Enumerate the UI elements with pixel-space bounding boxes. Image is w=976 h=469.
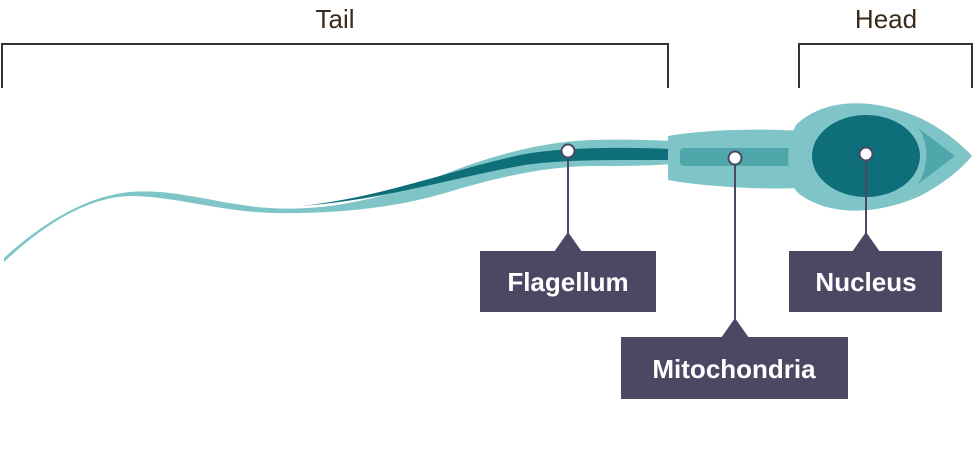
nucleus-label: Nucleus [815, 267, 916, 297]
head-bracket [798, 43, 973, 88]
nucleus-callout: Nucleus [789, 146, 942, 312]
mitochondria-marker [727, 150, 743, 166]
tail-shape [4, 139, 672, 262]
nucleus-label-box [789, 251, 942, 312]
mitochondria-label-box [621, 337, 848, 399]
head-label: Head [855, 4, 917, 34]
flagellum-label-box [480, 251, 656, 312]
flagellum-callout: Flagellum [480, 143, 656, 312]
tail-label: Tail [315, 4, 354, 34]
mitochondria-label: Mitochondria [652, 354, 816, 384]
nucleus-marker [858, 146, 874, 162]
flagellum-label: Flagellum [507, 267, 628, 297]
flagellum-marker [560, 143, 576, 159]
head-shape [788, 103, 972, 211]
tail-bracket [1, 43, 669, 88]
mitochondria-callout: Mitochondria [621, 150, 848, 399]
